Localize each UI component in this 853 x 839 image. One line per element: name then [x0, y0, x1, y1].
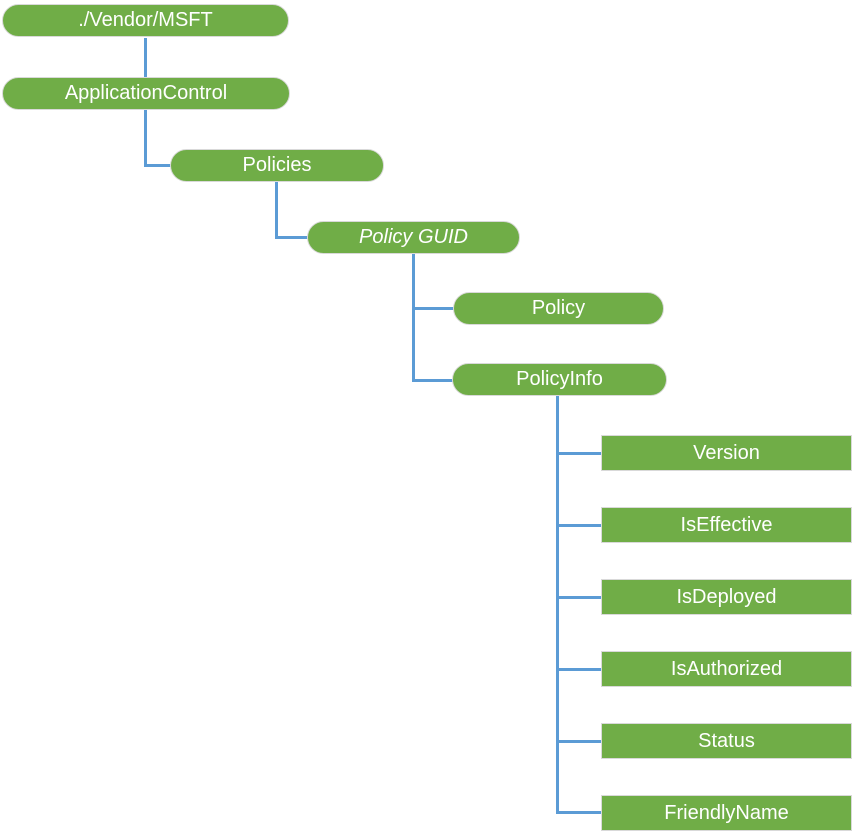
node-friendly-name: FriendlyName: [601, 795, 852, 831]
connector-policyguid-to-policyinfo: [412, 379, 453, 382]
node-policy-guid: Policy GUID: [307, 221, 520, 254]
node-is-effective: IsEffective: [601, 507, 852, 543]
connector-appcontrol-to-policies: [144, 164, 171, 167]
node-is-authorized: IsAuthorized: [601, 651, 852, 687]
node-application-control: ApplicationControl: [2, 77, 290, 110]
connector-policyinfo-to-iseffective: [556, 523, 602, 527]
connector-vendor-to-appcontrol: [144, 38, 147, 78]
connector-policyinfo-down: [556, 396, 559, 814]
connector-policyinfo-to-friendlyname: [556, 811, 602, 814]
connector-policyguid-to-policy: [412, 307, 454, 310]
node-is-deployed: IsDeployed: [601, 579, 852, 615]
connector-appcontrol-down: [144, 110, 147, 167]
node-version: Version: [601, 435, 852, 471]
connector-policyguid-down: [412, 253, 415, 382]
node-policy-info: PolicyInfo: [452, 363, 667, 396]
connector-policyinfo-to-isauthorized: [556, 667, 602, 671]
node-vendor-msft: ./Vendor/MSFT: [2, 4, 289, 37]
node-policy: Policy: [453, 292, 664, 325]
connector-policyinfo-to-version: [556, 451, 602, 455]
node-status: Status: [601, 723, 852, 759]
connector-policyinfo-to-status: [556, 739, 602, 743]
connector-policies-to-policyguid: [275, 236, 308, 239]
connector-policyinfo-to-isdeployed: [556, 595, 602, 599]
node-policies: Policies: [170, 149, 384, 182]
connector-policies-down: [275, 181, 278, 239]
